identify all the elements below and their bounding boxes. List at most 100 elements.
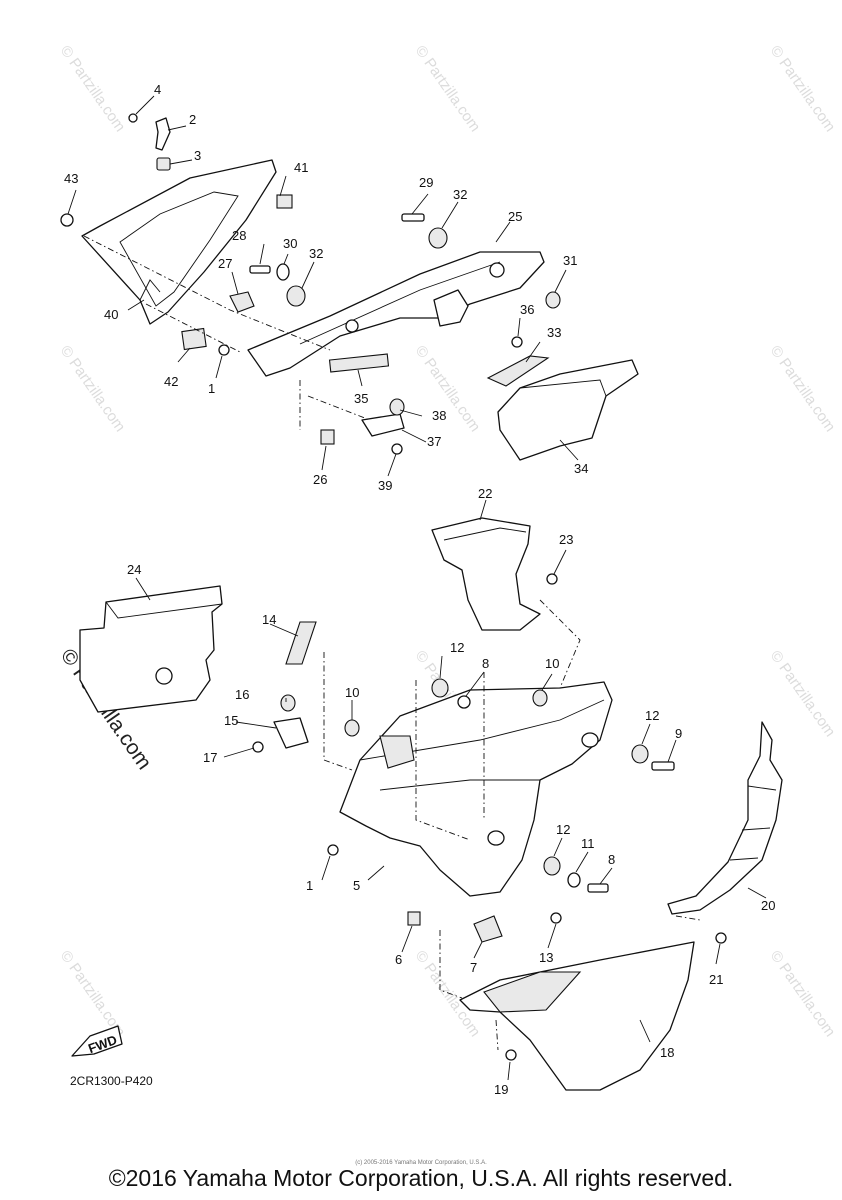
part-12-grommet [431, 678, 449, 698]
part-20-guard [667, 721, 783, 915]
callout-35: 35 [354, 391, 368, 406]
callout-7: 7 [470, 960, 477, 975]
callout-12: 12 [556, 822, 570, 837]
part-38-grommet [389, 398, 405, 416]
part-41-clip [276, 194, 293, 209]
callout-10: 10 [345, 685, 359, 700]
callout-13: 13 [539, 950, 553, 965]
part-31-collar [545, 291, 561, 309]
part-32-grommet [428, 227, 448, 249]
callout-14: 14 [262, 612, 276, 627]
callout-22: 22 [478, 486, 492, 501]
part-29-bolt [401, 213, 425, 222]
callout-10: 10 [545, 656, 559, 671]
callout-8: 8 [608, 852, 615, 867]
watermark: © Partzilla.com [767, 343, 839, 436]
callout-32: 32 [453, 187, 467, 202]
part-27-clip [229, 291, 255, 313]
part-3-nut [156, 157, 171, 171]
watermark: © Partzilla.com [767, 948, 839, 1041]
part-8-bolt [457, 695, 471, 709]
part-16-grommet [280, 694, 296, 712]
part-11-collar [567, 872, 581, 888]
part-39-screw [391, 443, 403, 455]
callout-9: 9 [675, 726, 682, 741]
callout-1: 1 [208, 381, 215, 396]
callout-17: 17 [203, 750, 217, 765]
callout-41: 41 [294, 160, 308, 175]
part-7-clip [473, 915, 503, 943]
copyright-notice: ©2016 Yamaha Motor Corporation, U.S.A. A… [108, 1165, 734, 1191]
callout-20: 20 [761, 898, 775, 913]
callout-32: 32 [309, 246, 323, 261]
callout-38: 38 [432, 408, 446, 423]
callout-25: 25 [508, 209, 522, 224]
callout-28: 28 [232, 228, 246, 243]
part-17-screw [252, 741, 264, 753]
lower-assembly: FWD [71, 499, 783, 1091]
callout-5: 5 [353, 878, 360, 893]
callout-18: 18 [660, 1045, 674, 1060]
callout-19: 19 [494, 1082, 508, 1097]
callout-23: 23 [559, 532, 573, 547]
part-40-side-cover [81, 159, 277, 325]
watermark: © Partzilla.com [767, 43, 839, 136]
part-13-screw [550, 912, 562, 924]
watermark: © Partzilla.com [767, 648, 839, 741]
part-8-bolt [587, 883, 609, 893]
part-21-screw [715, 932, 727, 944]
part-24-panel [79, 585, 223, 713]
watermark: © Partzilla.com [57, 343, 129, 436]
part-42-pad [181, 327, 207, 351]
part-12-grommet [543, 856, 561, 876]
part-33-strip [486, 355, 550, 387]
part-28-bolt [249, 265, 271, 274]
part-37-bracket [361, 413, 405, 437]
part-2-bracket [155, 117, 171, 151]
callout-11: 11 [581, 836, 595, 851]
callout-29: 29 [419, 175, 433, 190]
part-32-grommet [286, 285, 306, 307]
callout-34: 34 [574, 461, 588, 476]
callouts: 1 1 2 3 4 5 6 7 8 8 9 10 10 11 12 12 12 … [64, 82, 775, 1097]
part-9-bolt [651, 761, 675, 771]
fwd-arrow-icon [71, 1025, 123, 1057]
part-1-screw [327, 844, 339, 856]
callout-30: 30 [283, 236, 297, 251]
part-26-nut [320, 429, 335, 445]
callout-6: 6 [395, 952, 402, 967]
part-4-screw [128, 113, 138, 123]
part-35-strip [328, 353, 390, 373]
diagram-code: 2CR1300-P420 [70, 1074, 153, 1088]
callout-42: 42 [164, 374, 178, 389]
part-5-frame [339, 681, 613, 897]
callout-2: 2 [189, 112, 196, 127]
part-36-screw [511, 336, 523, 348]
watermark: © Partzilla.com [412, 343, 484, 436]
callout-16: 16 [235, 687, 249, 702]
part-1-screw [218, 344, 230, 356]
callout-24: 24 [127, 562, 141, 577]
part-22-guard [431, 517, 541, 631]
callout-21: 21 [709, 972, 723, 987]
part-18-cover [459, 941, 695, 1091]
part-19-screw [505, 1049, 517, 1061]
callout-4: 4 [154, 82, 161, 97]
callout-12: 12 [450, 640, 464, 655]
callout-1: 1 [306, 878, 313, 893]
part-12-grommet [631, 744, 649, 764]
callout-12: 12 [645, 708, 659, 723]
callout-3: 3 [194, 148, 201, 163]
callout-33: 33 [547, 325, 561, 340]
part-30-collar [276, 263, 290, 281]
part-14-strip [285, 621, 317, 665]
callout-37: 37 [427, 434, 441, 449]
callout-40: 40 [104, 307, 118, 322]
upper-assembly [60, 95, 639, 477]
part-15-bracket [273, 717, 309, 749]
part-25-rail [247, 251, 545, 377]
callout-27: 27 [218, 256, 232, 271]
watermark: © Partzilla.com [57, 43, 129, 136]
callout-43: 43 [64, 171, 78, 186]
